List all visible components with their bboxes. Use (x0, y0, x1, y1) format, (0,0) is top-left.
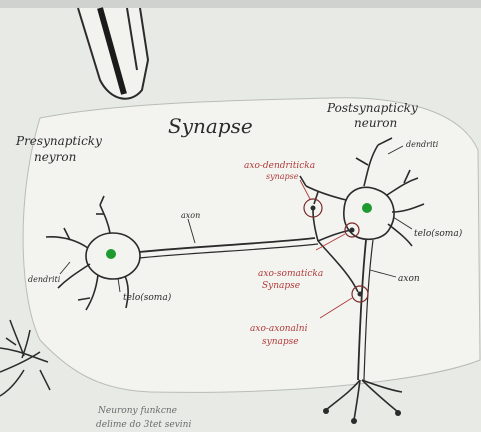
right-nucleus (362, 203, 372, 213)
presynaptic-label-line2: neyron (34, 150, 76, 164)
left-nucleus (106, 249, 116, 259)
diagram-title: Synapse (168, 114, 253, 138)
label-axosomatic-line2: Synapse (262, 281, 300, 291)
label-axoaxonal-line2: synapse (262, 337, 299, 347)
axon-terminal-bouton (351, 418, 357, 424)
bottom-note-line1: Neurony funkcne (97, 406, 177, 416)
label-axodendritic-line1: axo-dendriticka (244, 161, 315, 171)
label-body-left: telo(soma) (123, 292, 172, 303)
label-axon-right: axon (398, 274, 420, 284)
label-axosomatic-line1: axo-somaticka (258, 269, 323, 279)
label-axoaxonal-line1: axo-axonalni (250, 324, 308, 334)
label-dendrites-left: dendriti (28, 275, 61, 284)
label-axon-top: axon (181, 211, 200, 220)
bottom-note-line2: delime do 3tet sevini (96, 420, 191, 430)
label-dendrites-right: dendriti (406, 140, 439, 149)
label-body-right: telo(soma) (414, 228, 463, 239)
label-axodendritic-line2: synapse (266, 172, 299, 181)
postsynaptic-label-line2: neuron (354, 116, 397, 130)
axon-terminal-bouton (323, 408, 329, 414)
postsynaptic-label-line1: Postsynapticky (326, 101, 418, 115)
presynaptic-label-line1: Presynapticky (15, 134, 102, 148)
axon-terminal-bouton (395, 410, 401, 416)
